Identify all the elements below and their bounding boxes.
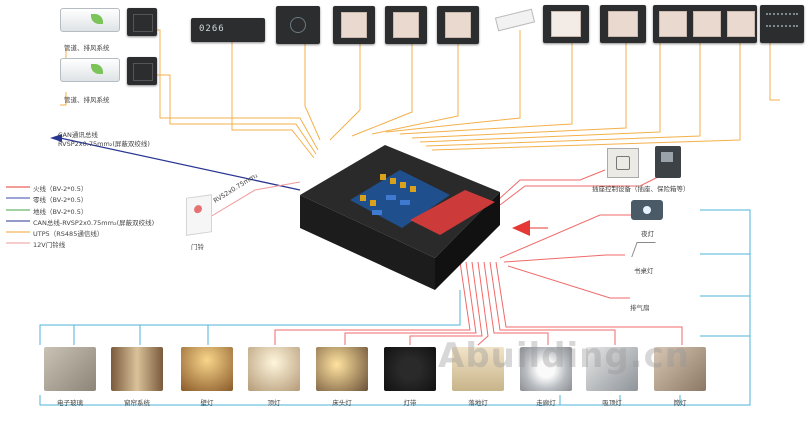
switch-key[interactable] bbox=[659, 11, 687, 37]
ac-unit-1-label: 管道、排风系统 bbox=[64, 44, 110, 52]
leaf-logo-icon bbox=[91, 64, 103, 74]
scene-buttons bbox=[766, 13, 798, 27]
electronic-glass-thumb bbox=[44, 347, 96, 391]
bell-icon bbox=[194, 204, 202, 214]
switch-panel-5[interactable] bbox=[600, 5, 646, 43]
led-strip-thumb bbox=[384, 347, 436, 391]
ac-control-panel-2[interactable] bbox=[127, 57, 157, 85]
socket-icon bbox=[616, 156, 630, 170]
doorbell-device bbox=[186, 194, 212, 236]
ceiling-lamp-thumb bbox=[248, 347, 300, 391]
watermark: Abuilding.cn bbox=[438, 336, 690, 376]
bedside-lamp-thumb bbox=[316, 347, 368, 391]
bedside-lamp-label: 床头灯 bbox=[332, 399, 352, 407]
ac-control-panel-1[interactable] bbox=[127, 8, 157, 36]
safe-device bbox=[655, 146, 681, 178]
downlight-thumb bbox=[654, 347, 706, 391]
knob-panel[interactable] bbox=[276, 6, 320, 44]
keypad-icon bbox=[661, 152, 673, 162]
display-panel[interactable]: 0266 bbox=[191, 18, 265, 42]
switch-panel-1[interactable] bbox=[333, 6, 375, 44]
exhaust-fan-label: 排气扇 bbox=[630, 304, 650, 312]
switch-key[interactable] bbox=[693, 11, 721, 37]
curtain-thumb bbox=[111, 347, 163, 391]
legend-can-bus: CAN总线-RVSP2x0.75mm₂(屏蔽双绞线) bbox=[33, 219, 155, 227]
curtain-label: 窗帘系统 bbox=[124, 399, 150, 407]
control-box bbox=[300, 145, 500, 290]
ac-unit-2 bbox=[60, 58, 120, 82]
socket-device bbox=[607, 148, 639, 178]
ceiling-mount-lamp-label: 吸顶灯 bbox=[602, 399, 622, 407]
floor-lamp-label: 落地灯 bbox=[468, 399, 488, 407]
switch-key[interactable] bbox=[727, 11, 755, 37]
can-bus-label-2: RVSP2x0.75mm₂(屏蔽双绞线) bbox=[58, 140, 150, 148]
scene-panel[interactable] bbox=[760, 5, 804, 43]
wall-lamp-label: 壁灯 bbox=[200, 399, 214, 407]
panel-screen bbox=[133, 14, 153, 32]
knob-icon bbox=[290, 17, 306, 33]
led-strip-label: 灯带 bbox=[403, 399, 417, 407]
night-light-label: 夜灯 bbox=[641, 230, 654, 238]
socket-group-label: 插座控制设备（插座、保险箱等） bbox=[592, 185, 690, 193]
legend-neutral-line: 零线（BV-2*0.5） bbox=[33, 196, 88, 204]
switch-panel-3[interactable] bbox=[437, 6, 479, 44]
desk-lamp-label: 书桌灯 bbox=[634, 267, 654, 275]
switch-key[interactable] bbox=[393, 12, 419, 38]
electronic-glass-label: 电子玻璃 bbox=[57, 399, 83, 407]
switch-panel-2[interactable] bbox=[385, 6, 427, 44]
switch-key[interactable] bbox=[445, 12, 471, 38]
doorbell-label: 门铃 bbox=[191, 243, 204, 251]
leaf-logo-icon bbox=[91, 14, 103, 24]
triple-switch-panel[interactable] bbox=[653, 5, 757, 43]
corridor-lamp-thumb bbox=[520, 347, 572, 391]
display-time: 0266 bbox=[199, 24, 225, 34]
light-glow-icon bbox=[643, 206, 651, 214]
legend-ground-line: 地线（BV-2*0.5） bbox=[33, 208, 88, 216]
ac-unit-1 bbox=[60, 8, 120, 32]
switch-key[interactable] bbox=[551, 11, 581, 37]
panel-screen bbox=[133, 63, 153, 81]
legend-utp5: UTP5（RS485通信线） bbox=[33, 230, 104, 238]
ceiling-mount-lamp-thumb bbox=[586, 347, 638, 391]
legend-doorbell-line: 12V门铃线 bbox=[33, 241, 66, 249]
floor-lamp-thumb bbox=[452, 347, 504, 391]
switch-panel-4[interactable] bbox=[543, 5, 589, 43]
legend-fire-line: 火线（BV-2*0.5） bbox=[33, 185, 88, 193]
switch-key[interactable] bbox=[341, 12, 367, 38]
can-bus-label-1: CAN通讯总线 bbox=[58, 131, 98, 139]
night-light-device bbox=[631, 200, 663, 220]
ac-unit-2-label: 管道、排风系统 bbox=[64, 96, 110, 104]
ceiling-lamp-label: 顶灯 bbox=[267, 399, 281, 407]
switch-key[interactable] bbox=[608, 11, 638, 37]
downlight-label: 筒灯 bbox=[673, 399, 687, 407]
wall-lamp-thumb bbox=[181, 347, 233, 391]
corridor-lamp-label: 走廊灯 bbox=[536, 399, 556, 407]
